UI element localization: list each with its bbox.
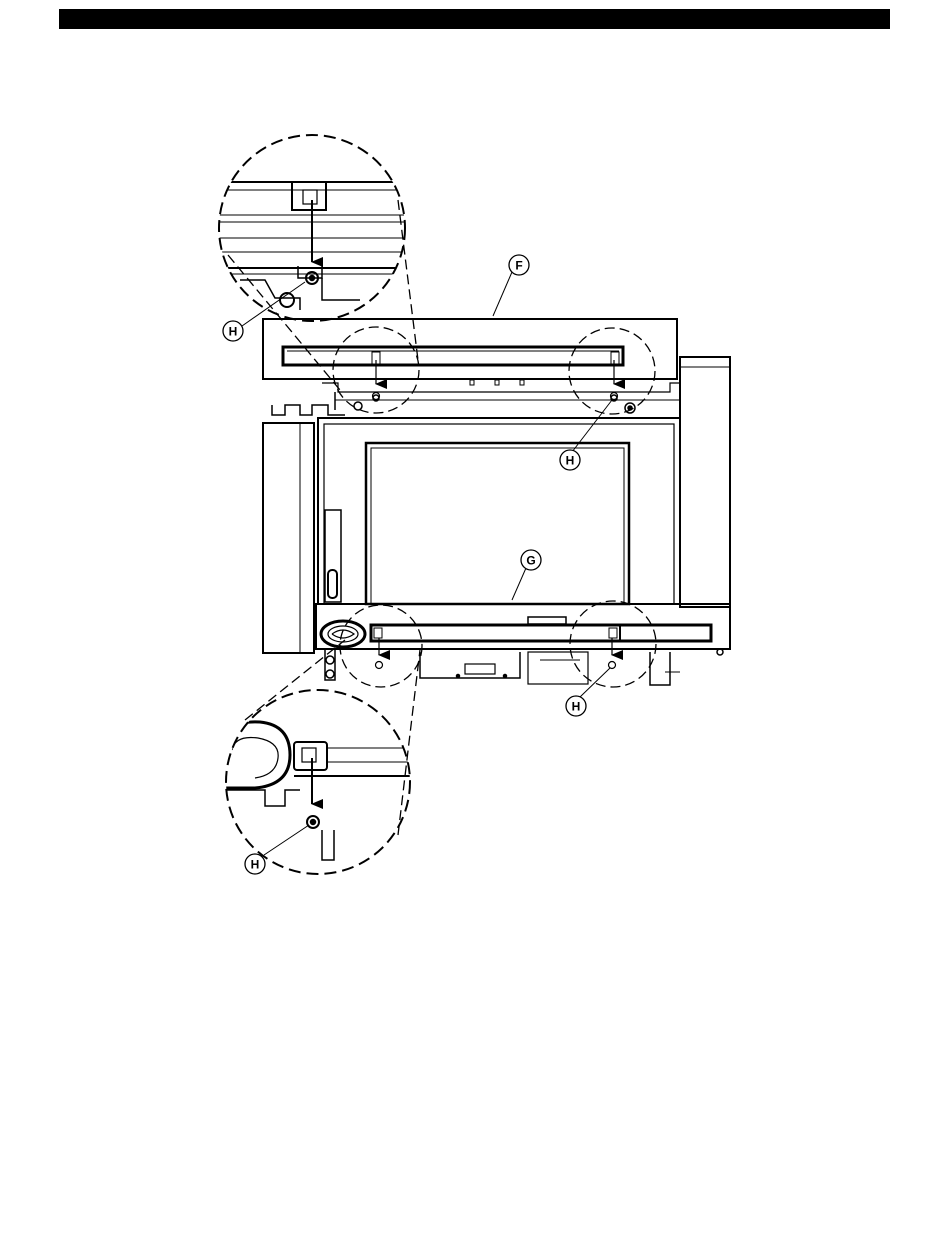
callout-h-top-right: H xyxy=(560,450,580,470)
callout-h-bottom-detail: H xyxy=(245,854,265,874)
callout-f: F xyxy=(509,255,529,275)
svg-text:H: H xyxy=(251,858,260,872)
callout-leaders xyxy=(242,272,612,855)
top-trim-f xyxy=(263,319,677,379)
bottom-detail-view xyxy=(225,690,420,874)
svg-text:H: H xyxy=(566,454,575,468)
svg-text:H: H xyxy=(229,325,238,339)
svg-text:G: G xyxy=(526,554,535,568)
fireplace-body xyxy=(263,357,730,685)
callout-g: G xyxy=(521,550,541,570)
screw-arrows xyxy=(373,360,618,669)
callout-h-top-detail: H xyxy=(223,321,243,341)
top-detail-view xyxy=(215,135,410,321)
bottom-trim-g xyxy=(316,604,730,649)
svg-text:F: F xyxy=(515,259,522,273)
callout-h-bottom-right: H xyxy=(566,696,586,716)
svg-text:H: H xyxy=(572,700,581,714)
